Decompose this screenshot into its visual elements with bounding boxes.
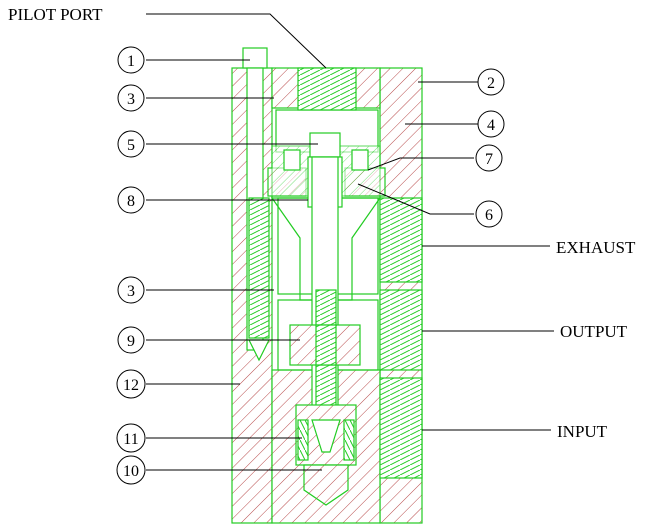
stem-nut: [289, 324, 361, 366]
callout-7: 7: [475, 144, 503, 172]
leader-lines: [146, 13, 554, 471]
svg-text:4: 4: [487, 117, 495, 134]
input-label: INPUT: [557, 422, 608, 441]
valve-stem: [307, 156, 343, 438]
callout-3-upper: 3: [117, 84, 145, 112]
svg-text:9: 9: [127, 333, 135, 350]
callout-6: 6: [475, 200, 503, 228]
svg-text:6: 6: [485, 207, 493, 224]
callout-10: 10: [116, 455, 146, 485]
port-threads: [379, 197, 423, 479]
svg-text:3: 3: [127, 91, 135, 108]
callout-4: 4: [477, 110, 505, 138]
svg-text:1: 1: [127, 53, 135, 70]
callout-11: 11: [116, 423, 146, 453]
callout-2: 2: [477, 68, 505, 96]
svg-text:11: 11: [123, 431, 138, 448]
callout-1: 1: [117, 46, 145, 74]
callout-8: 8: [117, 186, 145, 214]
callout-5: 5: [117, 130, 145, 158]
pilot-port-label: PILOT PORT: [8, 5, 103, 24]
callout-9: 9: [117, 326, 145, 354]
poppet-assembly: [295, 404, 357, 506]
svg-text:3: 3: [127, 283, 135, 300]
svg-text:2: 2: [487, 75, 495, 92]
svg-text:8: 8: [127, 193, 135, 210]
svg-text:5: 5: [127, 137, 135, 154]
left-bolt: [242, 47, 270, 362]
exhaust-label: EXHAUST: [556, 238, 636, 257]
callout-3-lower: 3: [117, 276, 145, 304]
svg-text:7: 7: [485, 151, 493, 168]
svg-text:10: 10: [123, 463, 139, 480]
callout-12: 12: [116, 369, 146, 399]
output-label: OUTPUT: [560, 322, 628, 341]
pilot-port-thread: [297, 67, 357, 111]
svg-text:12: 12: [123, 377, 139, 394]
